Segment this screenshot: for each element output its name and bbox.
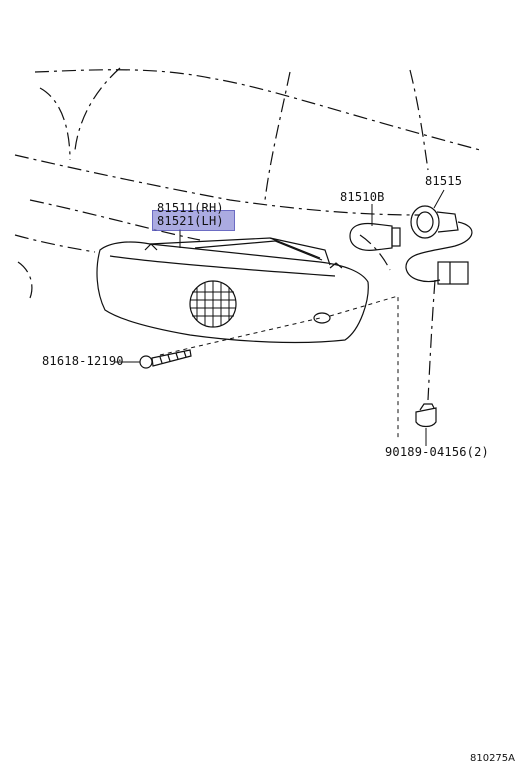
selected-part-highlight (152, 210, 235, 231)
part-label-screw[interactable]: 81618-12190 (42, 354, 124, 368)
lens-grid-lines (190, 281, 236, 327)
socket-assembly[interactable] (405, 205, 473, 285)
part-label-lamp-rh[interactable]: 81511(RH) (157, 201, 224, 215)
clip[interactable] (415, 403, 437, 428)
part-label-clip[interactable]: 90189-04156(2) (385, 445, 489, 459)
car-body-outline (14, 67, 481, 401)
bulb[interactable] (349, 222, 401, 251)
part-label-socket[interactable]: 81515 (425, 174, 463, 188)
screw[interactable] (139, 349, 192, 369)
part-label-bulb[interactable]: 81510B (340, 190, 385, 204)
reference-code: 810275A (469, 753, 515, 764)
turn-signal-lamp-assembly[interactable] (96, 237, 369, 344)
part-label-lamp-lh[interactable]: 81521(LH) (157, 214, 224, 228)
leader-lines (115, 189, 445, 446)
